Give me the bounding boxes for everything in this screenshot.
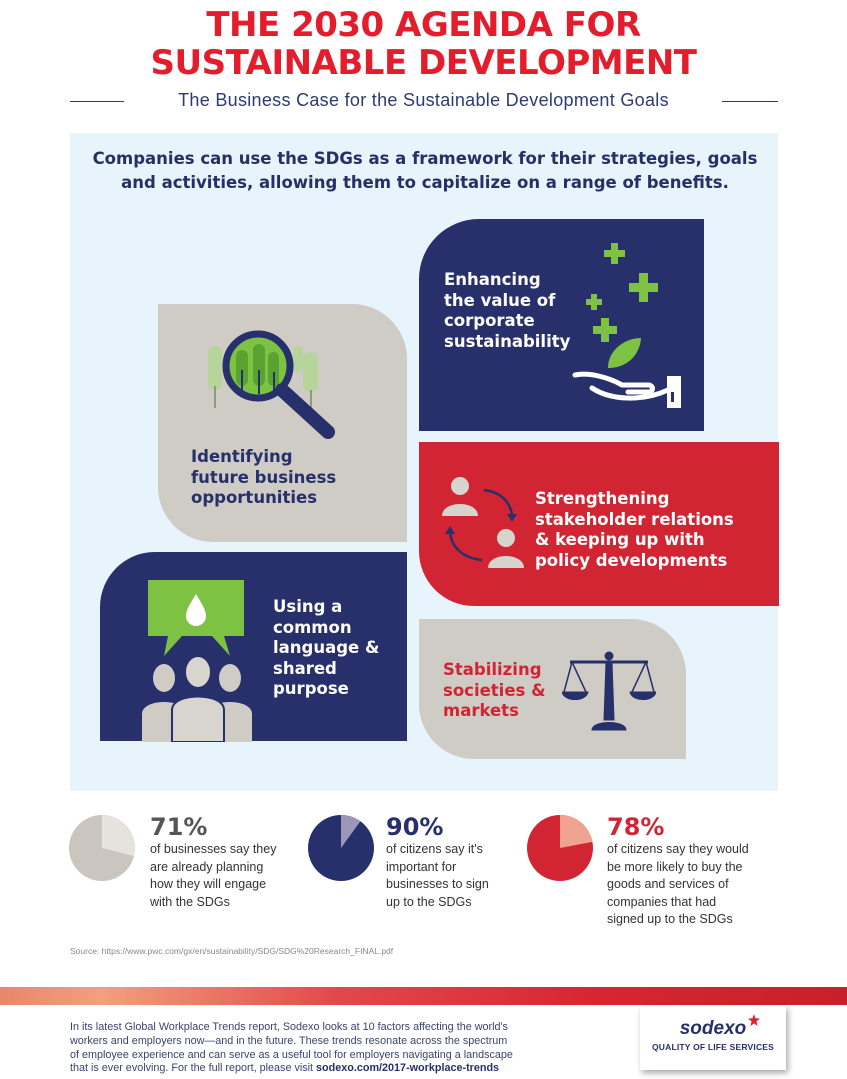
intro-line-2: and activities, allowing them to capital… bbox=[121, 173, 729, 192]
footer-text: In its latest Global Workplace Trends re… bbox=[70, 1021, 513, 1075]
pie-slice bbox=[560, 815, 593, 848]
title-line-1: THE 2030 AGENDA FOR bbox=[206, 5, 641, 45]
intro-line-1: Companies can use the SDGs as a framewor… bbox=[92, 149, 758, 168]
source-citation: Source: https://www.pwc.com/gx/en/sustai… bbox=[70, 946, 394, 956]
intro-text: Companies can use the SDGs as a framewor… bbox=[82, 147, 768, 195]
magnifier-trees-icon bbox=[208, 330, 335, 439]
subtitle-rule-left bbox=[70, 101, 124, 102]
report-link[interactable]: sodexo.com/2017-workplace-trends bbox=[316, 1062, 500, 1075]
page-title: THE 2030 AGENDA FOR SUSTAINABLE DEVELOPM… bbox=[0, 6, 847, 82]
footer-stripe bbox=[0, 987, 847, 1005]
sodexo-logo: sodexo QUALITY OF LIFE SERVICES bbox=[640, 1006, 786, 1070]
pie-chart bbox=[69, 815, 135, 881]
pie-slice bbox=[341, 815, 361, 848]
stat-value-citizens-sign: 90% bbox=[386, 813, 444, 841]
tile-stabilizing-societies bbox=[419, 619, 686, 759]
hand-leaf-icon bbox=[572, 243, 681, 408]
title-line-2: SUSTAINABLE DEVELOPMENT bbox=[150, 43, 697, 83]
stat-value-citizens-buy: 78% bbox=[607, 813, 665, 841]
tile-strengthening-relations bbox=[419, 442, 779, 606]
logo-tagline: QUALITY OF LIFE SERVICES bbox=[651, 1042, 775, 1052]
pie-chart bbox=[527, 815, 593, 881]
pie-chart bbox=[308, 815, 374, 881]
people-speech-icon bbox=[142, 580, 252, 742]
star-icon bbox=[748, 1014, 760, 1026]
stat-value-businesses: 71% bbox=[150, 813, 208, 841]
logo-wordmark: sodexo bbox=[679, 1018, 747, 1039]
stat-pie-businesses bbox=[69, 815, 135, 881]
subtitle: The Business Case for the Sustainable De… bbox=[178, 90, 669, 110]
scales-icon bbox=[562, 651, 656, 731]
stakeholder-exchange-icon bbox=[442, 477, 524, 568]
pie-slice bbox=[102, 815, 135, 857]
subtitle-row: The Business Case for the Sustainable De… bbox=[0, 88, 847, 114]
stat-pie-citizens-sign bbox=[308, 815, 374, 881]
stat-pie-citizens-buy bbox=[527, 815, 593, 881]
subtitle-rule-right bbox=[722, 101, 778, 102]
